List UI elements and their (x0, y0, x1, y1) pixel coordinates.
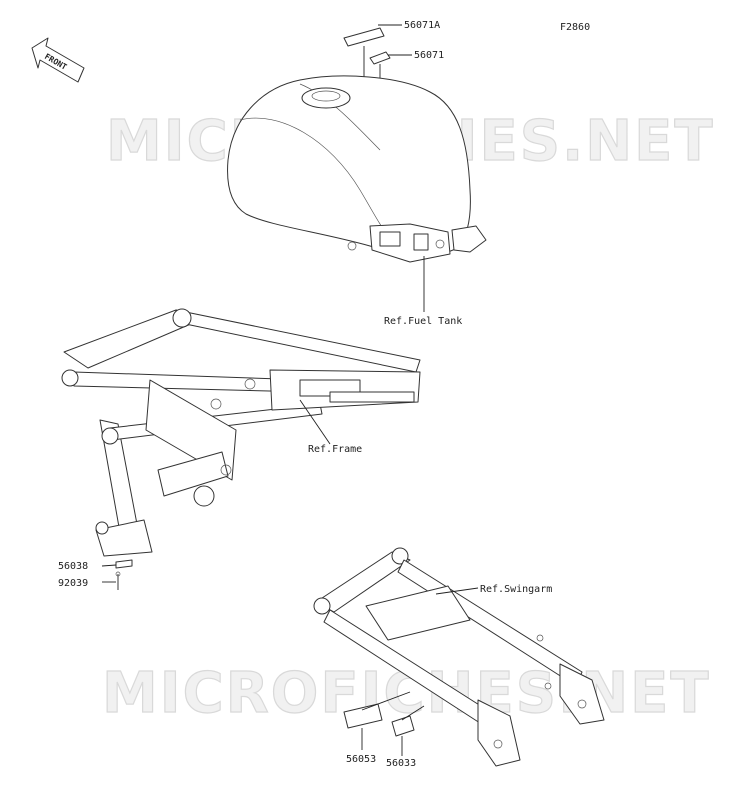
sticker-56053 (343, 703, 383, 729)
front-arrow-icon: FRONT (31, 37, 85, 83)
figure-code: F2860 (560, 22, 590, 33)
sticker-56071 (369, 51, 412, 65)
label-swingarm: Ref.Swingarm (480, 584, 552, 595)
label-fuel-tank: Ref.Fuel Tank (384, 316, 462, 327)
label-frame: Ref.Frame (308, 444, 362, 455)
label-56033: 56033 (386, 758, 416, 769)
label-92039: 92039 (58, 578, 88, 589)
part-56038 (115, 559, 133, 569)
sticker-56071A (343, 24, 402, 47)
sticker-56033 (391, 715, 415, 737)
label-56071A: 56071A (404, 20, 440, 31)
label-56053: 56053 (346, 754, 376, 765)
fuel-tank-drawing (227, 75, 487, 263)
label-56071: 56071 (414, 50, 444, 61)
label-56038: 56038 (58, 561, 88, 572)
swingarm-drawing (313, 547, 605, 767)
part-92039 (115, 571, 121, 590)
frame-drawing (61, 308, 421, 557)
